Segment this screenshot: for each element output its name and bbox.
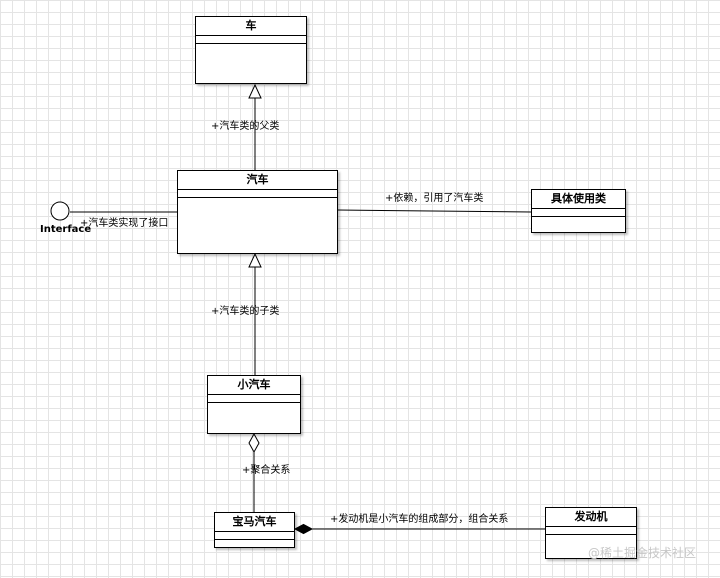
class-xiaoqiche-name: 小汽车 <box>208 376 300 395</box>
interface-label: Interface <box>40 224 92 235</box>
class-fadongji-attributes <box>546 527 636 535</box>
class-juti-attributes <box>532 209 625 217</box>
composition-diamond <box>293 523 314 535</box>
class-xiaoqiche[interactable]: 小汽车 <box>207 375 301 434</box>
class-fadongji[interactable]: 发动机 <box>545 507 637 559</box>
label-implements: +汽车类实现了接口 <box>80 218 169 229</box>
dependency-line <box>337 209 532 213</box>
label-aggregation: +聚合关系 <box>242 465 291 476</box>
label-dependency: +依赖，引用了汽车类 <box>385 193 484 204</box>
class-qiche[interactable]: 汽车 <box>177 170 338 254</box>
interface-circle <box>50 201 70 221</box>
generalization-arrowhead-child <box>248 252 262 268</box>
class-baoma-attributes <box>215 532 294 540</box>
label-child: +汽车类的子类 <box>211 306 280 317</box>
class-baoma[interactable]: 宝马汽车 <box>214 512 295 548</box>
class-xiaoqiche-attributes <box>208 395 300 403</box>
class-fadongji-name: 发动机 <box>546 508 636 527</box>
class-che-name: 车 <box>196 17 306 36</box>
class-juti[interactable]: 具体使用类 <box>531 189 626 233</box>
label-parent: +汽车类的父类 <box>211 121 280 132</box>
class-che[interactable]: 车 <box>195 16 307 84</box>
class-juti-name: 具体使用类 <box>532 190 625 209</box>
watermark: @稀土掘金技术社区 <box>588 546 697 560</box>
aggregation-diamond <box>248 432 260 454</box>
label-composition: +发动机是小汽车的组成部分，组合关系 <box>330 514 509 525</box>
generalization-arrowhead-parent <box>248 83 262 99</box>
class-che-attributes <box>196 36 306 44</box>
class-qiche-attributes <box>178 190 337 198</box>
class-qiche-name: 汽车 <box>178 171 337 190</box>
class-baoma-name: 宝马汽车 <box>215 513 294 532</box>
